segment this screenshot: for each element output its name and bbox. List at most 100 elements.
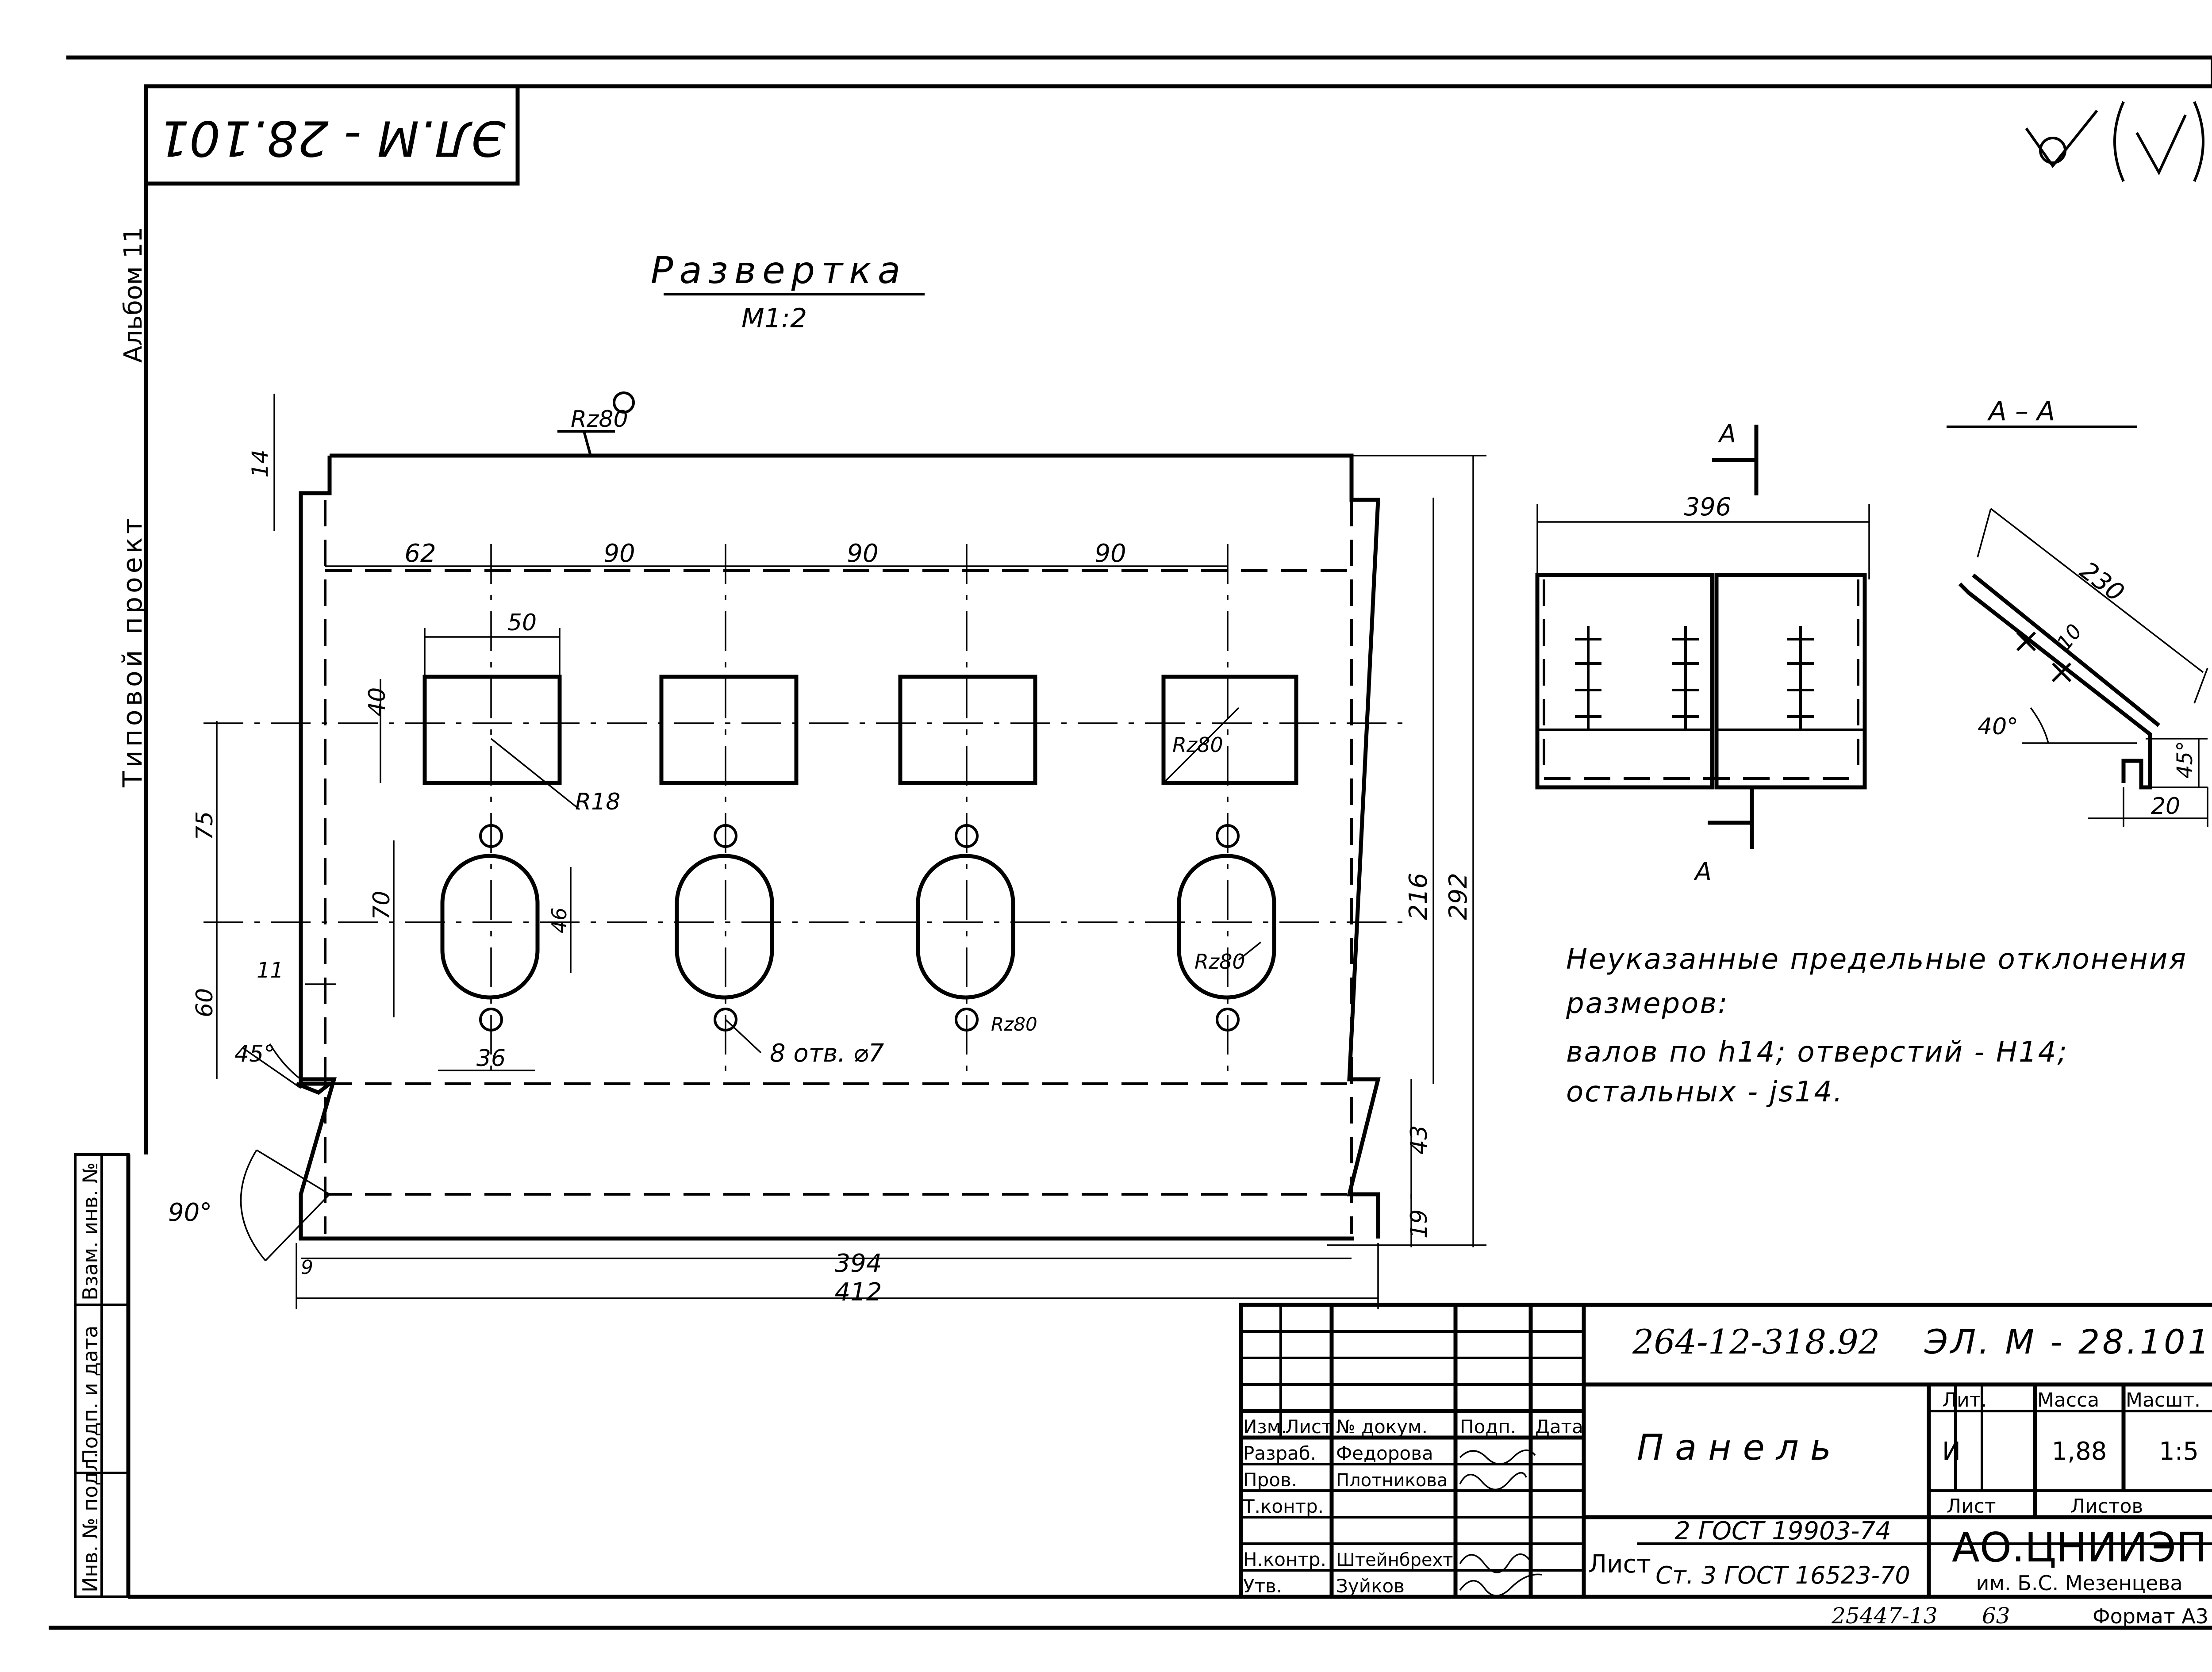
rotated-doc-code: ЭЛ.М - 28.101 xyxy=(158,110,506,167)
section-aa-title: А – А xyxy=(1987,396,2055,427)
dim-70: 70 xyxy=(369,891,395,920)
side-field-inv: Инв. № подл. xyxy=(78,1452,102,1592)
panel-outline xyxy=(296,453,1381,1241)
sheet-header: Лист xyxy=(1947,1495,1996,1518)
note-line-3: валов по h14; отверстий - H14; xyxy=(1566,1036,2068,1069)
section-dim-40deg: 40° xyxy=(1978,713,2018,740)
footer-format: Формат А3 xyxy=(2093,1604,2208,1628)
view-a-crosses xyxy=(1575,626,1814,730)
sheet-frame xyxy=(49,55,2212,1630)
view-a xyxy=(1535,425,1870,849)
hdr-izm: Изм. xyxy=(1243,1416,1287,1438)
dim-90-b: 90 xyxy=(847,539,878,568)
dim-19: 19 xyxy=(1406,1209,1432,1239)
rect-cutouts xyxy=(422,675,1298,785)
material-top: 2 ГОСТ 19903-74 xyxy=(1674,1517,1891,1545)
project-code: 264-12-318.92 xyxy=(1632,1322,1880,1361)
doc-code: ЭЛ. М - 28.101 xyxy=(1924,1322,2212,1361)
dim-292: 292 xyxy=(1444,873,1473,920)
dim-216: 216 xyxy=(1404,873,1433,920)
dim-412: 412 xyxy=(835,1278,882,1307)
development-scale: М1:2 xyxy=(741,303,807,334)
section-dim-45deg: 45° xyxy=(2173,741,2197,778)
project-label: Типовой проект xyxy=(117,515,148,788)
role-approved: Утв. xyxy=(1243,1575,1282,1597)
dim-36: 36 xyxy=(476,1045,506,1072)
oblong-slots xyxy=(440,854,1276,1000)
footer-page: 63 xyxy=(1982,1603,2010,1629)
note-line-1: Неуказанные предельные отклонения xyxy=(1566,943,2187,976)
dimension-lines xyxy=(216,394,1486,1309)
dim-90deg: 90° xyxy=(168,1198,212,1227)
section-dim-20: 20 xyxy=(2151,793,2180,820)
name-norm-control: Штейнбрехт xyxy=(1336,1550,1453,1570)
panel-bend-lines xyxy=(324,500,1354,1234)
signatures xyxy=(1459,1449,1542,1597)
view-a-label-top: А xyxy=(1718,420,1736,449)
name-developer: Федорова xyxy=(1336,1442,1433,1464)
material-prefix: Лист xyxy=(1588,1550,1651,1579)
hdr-doc-no: № докум. xyxy=(1336,1416,1428,1438)
lit-value: И xyxy=(1942,1437,1961,1466)
note-line-4: остальных - js14. xyxy=(1566,1076,1843,1108)
section-dim-230: 230 xyxy=(2074,556,2129,607)
hdr-date: Дата xyxy=(1535,1416,1583,1438)
dim-9: 9 xyxy=(301,1256,313,1279)
dim-46: 46 xyxy=(547,907,571,933)
dim-90-c: 90 xyxy=(1094,539,1126,568)
dim-holes: 8 отв. ⌀7 xyxy=(770,1039,884,1068)
note-line-2: размеров: xyxy=(1566,987,1729,1020)
mass-header: Масса xyxy=(2037,1389,2099,1411)
angle-90-arc xyxy=(240,1150,266,1262)
roughness-marker-icon xyxy=(613,391,635,414)
dim-45deg: 45° xyxy=(234,1041,275,1067)
angle-45-arc xyxy=(269,1043,302,1080)
side-stamp xyxy=(74,1153,130,1598)
role-developer: Разраб. xyxy=(1243,1442,1316,1464)
development-title: Развертка xyxy=(651,249,906,292)
rz80-slot: Rz80 xyxy=(1194,950,1245,974)
center-lines xyxy=(204,544,1402,1075)
hdr-list: Лист xyxy=(1285,1416,1332,1438)
name-approved: Зуйков xyxy=(1336,1575,1405,1597)
rz80-top: Rz80 xyxy=(571,406,628,433)
footer-inv: 25447-13 xyxy=(1831,1603,1938,1629)
role-tech-control: Т.контр. xyxy=(1243,1496,1324,1517)
sheets-header: Листов xyxy=(2070,1495,2143,1518)
material-bottom: Ст. 3 ГОСТ 16523-70 xyxy=(1655,1561,1910,1589)
dim-43: 43 xyxy=(1406,1125,1432,1154)
side-field-sign: Подп. и дата xyxy=(78,1326,102,1464)
dim-90-a: 90 xyxy=(603,539,635,568)
side-field-replace: Взам. инв. № xyxy=(78,1162,102,1300)
small-holes xyxy=(479,824,1240,1032)
dim-r18: R18 xyxy=(575,789,620,815)
dim-11: 11 xyxy=(257,958,284,983)
dim-60: 60 xyxy=(192,988,218,1017)
view-a-dim-396: 396 xyxy=(1684,493,1732,522)
view-a-label-bottom: А xyxy=(1694,858,1712,886)
dim-75: 75 xyxy=(192,811,218,840)
title-block xyxy=(1239,1303,2212,1599)
section-aa xyxy=(1958,508,2208,827)
roughness-symbol-icon xyxy=(2025,101,2204,182)
part-name: Панель xyxy=(1637,1427,1843,1468)
dim-50: 50 xyxy=(507,610,537,636)
rz80-rect: Rz80 xyxy=(1172,733,1223,757)
name-checker: Плотникова xyxy=(1336,1470,1448,1491)
rotated-code-box xyxy=(144,84,520,186)
org-sub: им. Б.С. Мезенцева xyxy=(1976,1571,2182,1595)
dim-394: 394 xyxy=(835,1249,882,1278)
section-dim-10: 10 xyxy=(2052,619,2087,654)
mass-value: 1,88 xyxy=(2052,1437,2107,1466)
hdr-sign: Подп. xyxy=(1460,1416,1516,1438)
dim-14: 14 xyxy=(247,449,273,478)
scale-header: Масшт. xyxy=(2126,1389,2200,1411)
dim-40: 40 xyxy=(364,687,391,717)
dim-62: 62 xyxy=(404,539,436,568)
rz80-hole: Rz80 xyxy=(991,1013,1037,1035)
lit-header: Лит. xyxy=(1942,1389,1987,1411)
role-checker: Пров. xyxy=(1243,1469,1297,1491)
album-label: Альбом 11 xyxy=(119,227,148,363)
sheet-number: 62 xyxy=(2211,61,2212,83)
